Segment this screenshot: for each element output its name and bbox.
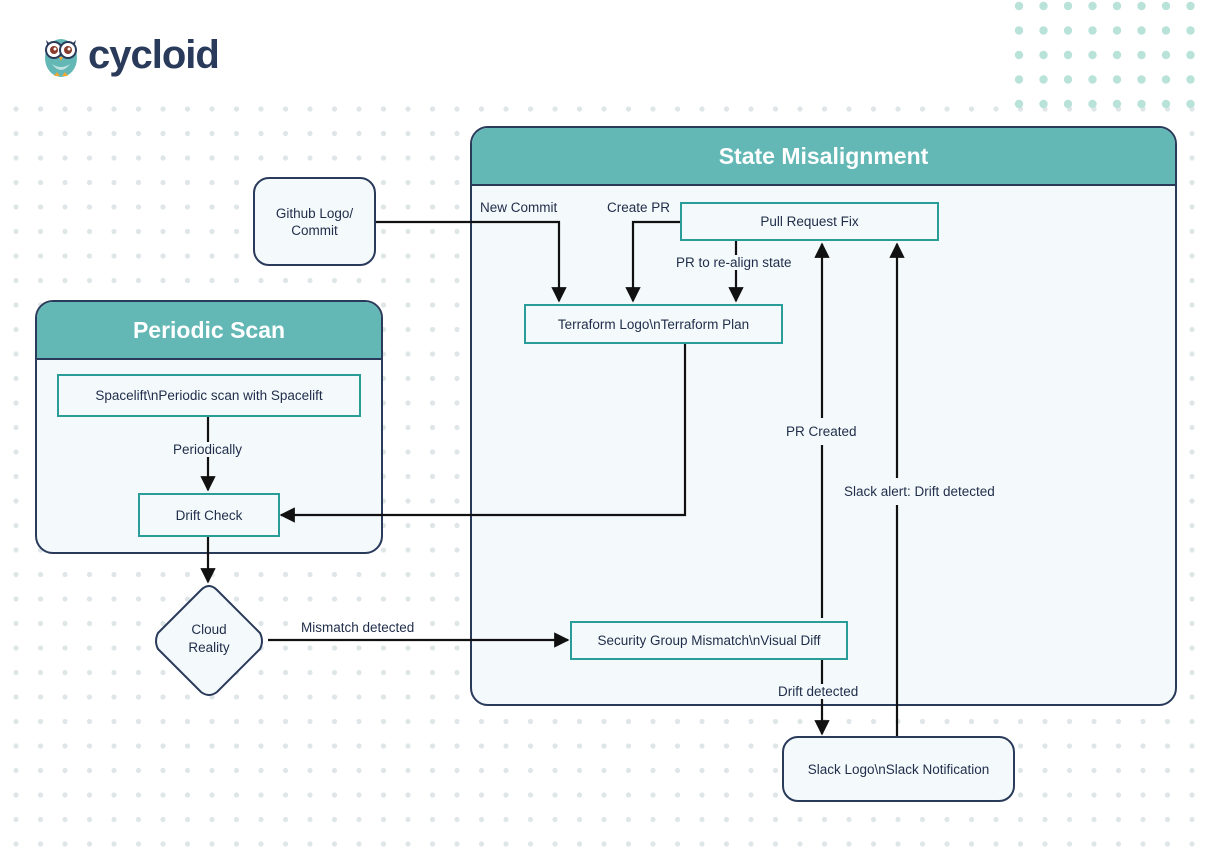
label-drift-detected: Drift detected (776, 684, 861, 699)
label-periodically: Periodically (171, 442, 245, 457)
label-pr-realign: PR to re-align state (674, 255, 794, 270)
terraform-plan-node: Terraform Logo\nTerraform Plan (524, 304, 783, 344)
security-group-mismatch-label: Security Group Mismatch\nVisual Diff (597, 633, 821, 648)
label-new-commit: New Commit (480, 200, 558, 215)
github-commit-label: Github Logo/ Commit (275, 205, 354, 238)
label-slack-alert: Slack alert: Drift detected (842, 478, 997, 505)
label-mismatch-detected: Mismatch detected (301, 620, 415, 635)
slack-notification-label: Slack Logo\nSlack Notification (807, 761, 990, 777)
spacelift-label: Spacelift\nPeriodic scan with Spacelift (95, 388, 323, 403)
edge-terraform-to-drift (279, 341, 687, 523)
label-pr-created: PR Created (784, 418, 859, 445)
pull-request-fix-node: Pull Request Fix (680, 202, 939, 241)
slack-notification-node: Slack Logo\nSlack Notification (782, 736, 1015, 802)
owl-icon (45, 39, 77, 77)
security-group-mismatch-node: Security Group Mismatch\nVisual Diff (570, 621, 848, 660)
cloud-reality-node: Cloud Reality (151, 583, 267, 699)
brand-name: cycloid (88, 32, 220, 77)
edge-create-pr (625, 220, 681, 303)
brand-logo: cycloid (40, 30, 220, 80)
periodic-scan-title: Periodic Scan (37, 302, 381, 360)
diamond-shape (155, 584, 263, 696)
pull-request-fix-label: Pull Request Fix (760, 214, 859, 229)
state-misalignment-group: State Misalignment (470, 126, 1177, 706)
spacelift-node: Spacelift\nPeriodic scan with Spacelift (57, 374, 361, 417)
state-misalignment-title: State Misalignment (472, 128, 1175, 186)
label-create-pr: Create PR (607, 200, 671, 215)
cloud-reality-label: Cloud Reality (188, 622, 230, 655)
terraform-plan-label: Terraform Logo\nTerraform Plan (557, 316, 750, 332)
drift-check-node: Drift Check (138, 493, 280, 537)
drift-check-label: Drift Check (175, 507, 243, 523)
github-commit-node: Github Logo/ Commit (253, 177, 376, 266)
edge-new-commit (376, 220, 567, 303)
